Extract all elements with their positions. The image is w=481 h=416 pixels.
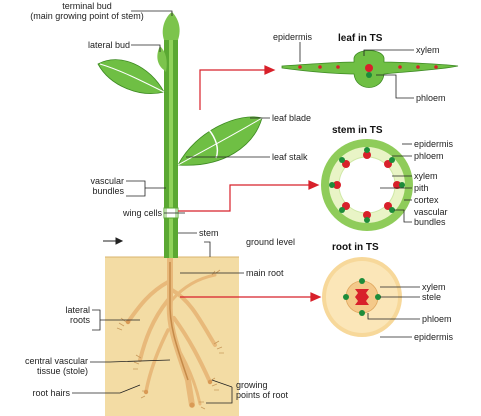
label-leaf-stalk: leaf stalk (272, 152, 308, 162)
central-vascular-tissue (169, 262, 189, 381)
root-ts-phloem: phloem (422, 314, 452, 324)
label-ground-level: ground level (246, 237, 296, 247)
label-root-hairs: root hairs (32, 388, 70, 398)
leaf-ts-phloem: phloem (416, 93, 446, 103)
label-lateral-bud: lateral bud (87, 40, 130, 50)
lower-leaf (177, 116, 263, 166)
ground-arrow (103, 237, 124, 245)
stem-vascular-bundles (329, 147, 405, 223)
stem-ts-title: stem in TS (332, 125, 383, 136)
label-leaf-blade: leaf blade (272, 113, 312, 123)
stem-ts-phloem: phloem (414, 151, 444, 161)
label-central-vascular-tissue: central vascular tissue (stole) (24, 356, 88, 376)
stem-ts-vascular-bundles: vascular bundles (414, 207, 448, 227)
leader-lines (72, 10, 420, 404)
stem-ts-epidermis: epidermis (414, 139, 454, 149)
root-ts-section (322, 257, 402, 337)
label-growing-points-of-root: growing points of root (236, 380, 289, 400)
leaf-ts-xylem: xylem (416, 45, 440, 55)
red-arrows (178, 65, 322, 302)
root-ts-title: root in TS (332, 242, 379, 253)
label-main-root: main root (246, 268, 284, 278)
label-vascular-bundles: vascular bundles (90, 176, 124, 196)
lateral-bud-shape (157, 46, 167, 72)
terminal-bud-shape (162, 12, 180, 40)
leaf-ts-title: leaf in TS (338, 33, 383, 44)
root-ts-epidermis: epidermis (414, 332, 454, 342)
stem-ts-pith: pith (414, 183, 429, 193)
root-ts-stele: stele (422, 292, 442, 302)
root-tips (125, 319, 213, 408)
label-terminal-bud: terminal bud (main growing point of stem… (30, 1, 144, 21)
stem-ts-section (321, 139, 413, 231)
root-ts-xylem: xylem (422, 282, 446, 292)
leaf-ts-section (281, 50, 459, 88)
label-stem: stem (199, 228, 219, 238)
leaf-ts-epidermis: epidermis (273, 32, 313, 42)
label-wing-cells: wing cells (122, 208, 162, 218)
label-lateral-roots: lateral roots (65, 305, 90, 325)
stem-ts-xylem: xylem (414, 171, 438, 181)
stem-ts-cortex: cortex (414, 195, 439, 205)
upper-leaf (97, 59, 165, 94)
